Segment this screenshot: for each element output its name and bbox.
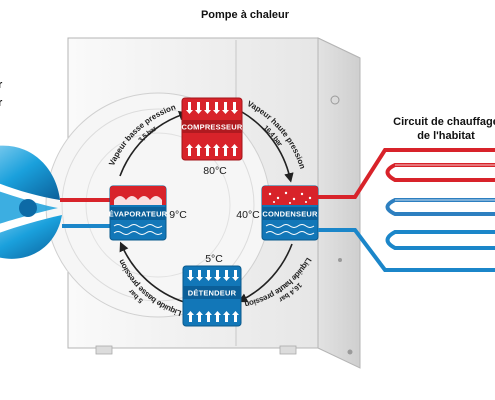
condenser-droplets bbox=[268, 191, 312, 204]
condenser-box: CONDENSEUR bbox=[261, 185, 319, 241]
fan-grille-ring bbox=[61, 108, 255, 302]
evaporator-box: ÉVAPORATEUR bbox=[109, 185, 168, 241]
expansion-valve-temperature: 5°C bbox=[205, 253, 223, 265]
condenser-hot-top bbox=[262, 186, 318, 205]
unit-screw-top bbox=[330, 95, 340, 105]
compressor-arrows-down bbox=[186, 102, 238, 114]
pipe-cold-loop bbox=[385, 230, 495, 250]
pipe-mid-loop bbox=[385, 198, 495, 216]
evaporator-vapour bbox=[114, 196, 162, 205]
pipe-cold-return bbox=[318, 228, 495, 272]
fan-blade-top bbox=[0, 145, 60, 200]
fan-grille-ring-inner bbox=[85, 132, 231, 278]
evaporator-temperature: 9°C bbox=[169, 209, 187, 221]
pipe-hot-loop bbox=[385, 163, 495, 182]
compressor-box: COMPRESSEUR bbox=[181, 97, 243, 161]
left-cut-label-2: r bbox=[0, 97, 3, 109]
fan-hub bbox=[19, 199, 37, 217]
diagram-title: Pompe à chaleur bbox=[201, 9, 290, 21]
expansion-arrows-down bbox=[187, 270, 239, 281]
heating-circuit-pipe-highlight bbox=[395, 164, 495, 201]
outdoor-fan bbox=[0, 145, 62, 259]
condenser-waves bbox=[265, 224, 315, 235]
unit-foot-right bbox=[279, 345, 297, 355]
expansion-valve-label-band bbox=[183, 286, 241, 299]
unit-foot-left bbox=[95, 345, 113, 355]
circuit-label-line1: Circuit de chauffage bbox=[393, 116, 495, 128]
evaporator-label: ÉVAPORATEUR bbox=[109, 210, 168, 219]
evaporator-waves bbox=[113, 224, 163, 235]
evaporator-label-band bbox=[110, 207, 166, 220]
condenser-temperature: 40°C bbox=[236, 209, 260, 221]
unit-screw-bottom bbox=[347, 349, 353, 355]
left-cut-label-1: r bbox=[0, 79, 3, 91]
condenser-label: CONDENSEUR bbox=[262, 210, 318, 219]
expansion-arrows-up bbox=[187, 311, 239, 322]
fan-blade-bottom bbox=[0, 215, 62, 259]
arrow-expansion-to-evaporator bbox=[119, 241, 185, 303]
compressor-label-band bbox=[182, 120, 242, 133]
arrow-condenser-to-expansion bbox=[237, 243, 293, 303]
pipe-hot-out bbox=[318, 148, 495, 199]
expansion-valve-label: DÉTENDEUR bbox=[188, 289, 237, 298]
condenser-label-band bbox=[262, 207, 318, 220]
compressor-arrows-up bbox=[186, 144, 238, 156]
compressor-temperature: 80°C bbox=[203, 165, 227, 177]
unit-screw-mid bbox=[338, 258, 342, 262]
arrow-evaporator-to-compressor bbox=[119, 110, 189, 177]
unit-side bbox=[317, 37, 361, 369]
expansion-valve-box: DÉTENDEUR bbox=[182, 265, 242, 327]
heating-circuit-pipes bbox=[318, 148, 495, 272]
compressor-label: COMPRESSEUR bbox=[182, 123, 243, 132]
arrow-compressor-to-condenser bbox=[241, 111, 294, 183]
circuit-label-line2: de l'habitat bbox=[417, 130, 475, 142]
